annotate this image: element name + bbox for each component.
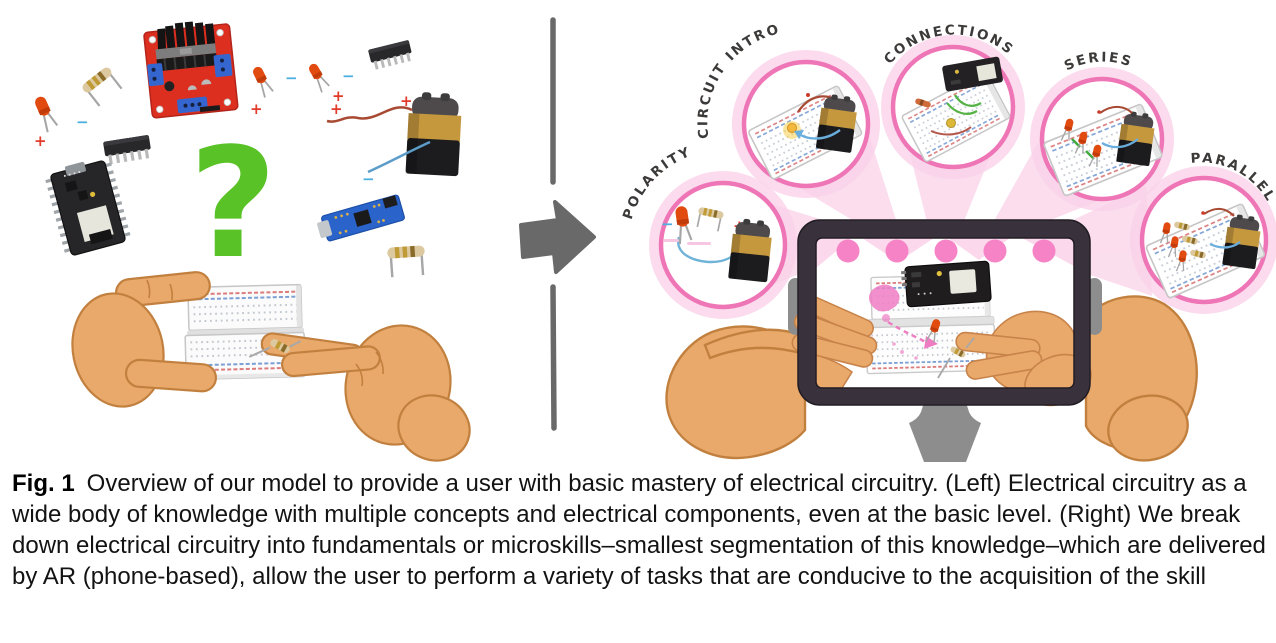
figure-illustration: + − — [32, 17, 1276, 462]
arduino-nano — [317, 194, 405, 242]
hand-left — [665, 325, 807, 460]
resistor-icon — [385, 243, 428, 279]
bubble-halo — [881, 35, 1025, 179]
bubble-scene-parallel — [1144, 202, 1267, 300]
ar-progress-dots — [836, 239, 1056, 263]
hand-right — [1084, 295, 1198, 462]
minus-mark: − — [76, 113, 89, 131]
hands-breadboard — [71, 271, 471, 462]
ray — [1030, 186, 1152, 296]
bubble-scene-series — [1042, 102, 1164, 198]
ar-overlay — [868, 284, 942, 360]
bubble-scene-connections — [900, 56, 1012, 164]
microcontroller-module — [45, 160, 131, 256]
led-icon: − + — [250, 64, 298, 118]
microskill-bubble-series: SERIES — [1030, 49, 1174, 211]
plus-mark: + — [332, 87, 345, 105]
right-panel: − + POLARITY — [620, 21, 1276, 462]
resistor-icon — [79, 64, 126, 109]
arrow-right-icon — [519, 200, 596, 274]
minus-mark: − — [342, 67, 355, 85]
progress-dot — [983, 239, 1007, 263]
held-resistor — [248, 337, 302, 358]
blue-wire — [367, 140, 431, 174]
bubble-halo — [1130, 166, 1276, 314]
minus-mark: − — [285, 69, 298, 87]
hand-left — [71, 271, 217, 408]
ar-dashed-arrow — [887, 320, 927, 344]
microskill-bubble-connections: CONNECTIONS — [881, 22, 1025, 179]
red-wire — [326, 106, 413, 123]
plus-mark: + — [400, 92, 413, 110]
plus-mark: + — [330, 100, 343, 118]
phone-bezel — [797, 219, 1091, 406]
bubble-halo — [1030, 67, 1174, 211]
progress-dot — [934, 239, 958, 263]
divider — [519, 17, 596, 431]
ic-chip — [368, 39, 414, 71]
minus-mark: − — [362, 170, 375, 188]
plus-mark: + — [250, 100, 263, 118]
progress-dot — [836, 239, 860, 263]
bubble-halo — [649, 171, 797, 319]
figure-caption-text: Overview of our model to provide a user … — [12, 470, 1266, 590]
led-icon: + − — [32, 93, 89, 150]
ic-chip — [103, 134, 153, 165]
bubble-scene-circuit-intro — [747, 84, 864, 181]
minus-mark: − — [661, 215, 674, 233]
microskill-bubble-parallel: PARALLEL — [1130, 150, 1276, 314]
hand-right — [260, 324, 471, 462]
bubble-scene-polarity: − + — [661, 204, 774, 283]
figure-label: Fig. 1 — [12, 470, 75, 497]
phone-stand — [909, 396, 981, 462]
question-mark: ? — [189, 115, 277, 292]
led-icon: − + — [306, 61, 355, 105]
screen-held-resistor — [937, 337, 975, 379]
left-panel-components-cloud: + − — [32, 21, 471, 462]
microskill-bubble-circuit-intro: CIRCUIT INTRO — [695, 21, 880, 198]
motor-driver-board — [143, 21, 239, 119]
bubble-halo — [732, 50, 880, 198]
plus-mark: + — [34, 132, 47, 150]
heatsink-icon — [155, 21, 218, 72]
progress-dot — [885, 239, 909, 263]
screen-dev-board — [900, 260, 992, 308]
battery-9v: + + − — [326, 91, 463, 188]
divider-line-bottom — [550, 284, 557, 431]
progress-dot — [1032, 239, 1056, 263]
phone-screen-content — [791, 238, 1092, 407]
